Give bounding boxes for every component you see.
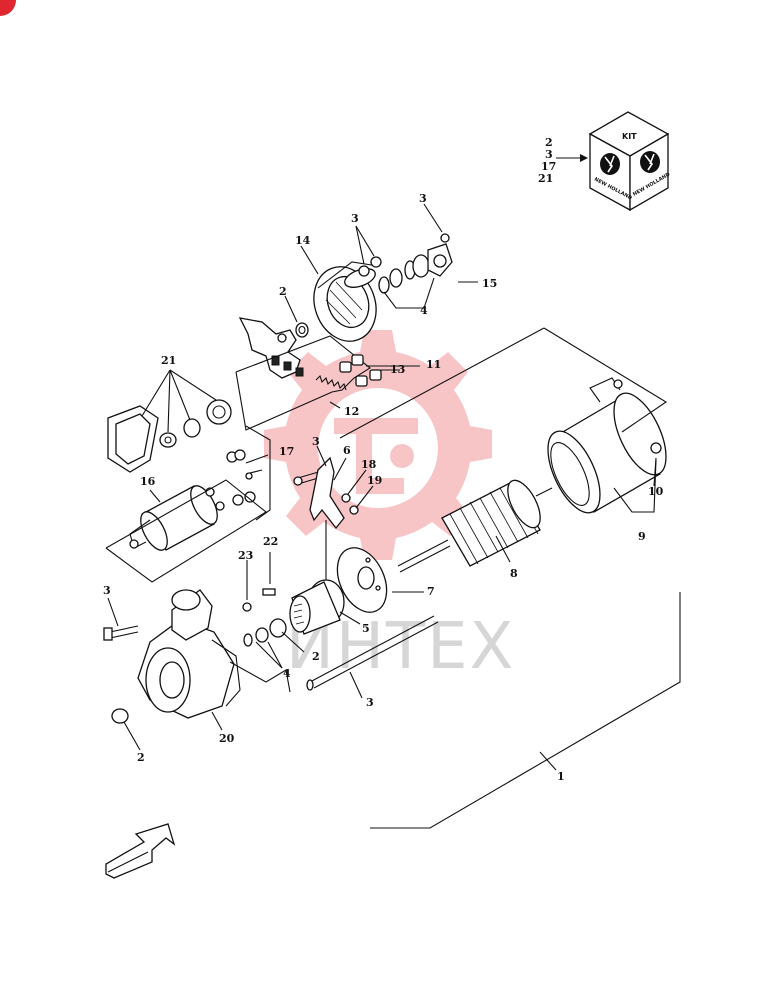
callout-3: 3 <box>366 696 374 709</box>
callout-3: 3 <box>312 435 320 448</box>
corner-badge <box>0 0 16 16</box>
callout-4: 4 <box>283 667 291 680</box>
callout-22: 22 <box>263 535 278 548</box>
callout-5: 5 <box>362 622 370 635</box>
callout-13: 13 <box>390 363 405 376</box>
leader-lines <box>107 203 657 771</box>
through-bolt-3 <box>306 615 439 691</box>
callout-7: 7 <box>427 585 435 598</box>
callout-3: 3 <box>103 584 111 597</box>
callout-1: 1 <box>557 770 565 783</box>
field-frame-guide <box>339 327 668 439</box>
kit-list-item: 2 <box>545 136 553 149</box>
assembly-bracket <box>370 592 681 829</box>
callout-3: 3 <box>351 212 359 225</box>
callout-4: 4 <box>420 304 428 317</box>
callout-14: 14 <box>295 234 311 247</box>
boot-21 <box>107 405 159 473</box>
callout-12: 12 <box>344 405 359 418</box>
callout-6: 6 <box>343 444 351 457</box>
plate-15 <box>427 233 453 277</box>
kit-box: KIT NEW HOLLAND NEW HOLLAND <box>588 111 671 212</box>
callout-2: 2 <box>137 751 145 764</box>
solenoid-16 <box>105 479 267 583</box>
front-direction-arrow <box>105 823 176 879</box>
bushing-2-bottom <box>111 708 129 724</box>
shift-lever-6 <box>309 456 345 590</box>
callout-3: 3 <box>419 192 427 205</box>
kit-list-item: 17 <box>541 160 556 173</box>
bolt-3-left <box>103 625 139 641</box>
callout-20: 20 <box>219 732 235 745</box>
drive-5 <box>289 579 345 635</box>
new-holland-logo-right <box>640 151 660 173</box>
callout-15: 15 <box>482 277 497 290</box>
spring-12 <box>315 374 347 391</box>
callout-16: 16 <box>140 475 156 488</box>
brush-holder <box>238 317 304 379</box>
kit-arrow <box>556 154 588 162</box>
callout-2: 2 <box>312 650 320 663</box>
callout-9: 9 <box>638 530 646 543</box>
brush-kit-11 <box>235 335 382 431</box>
callout-18: 18 <box>361 458 377 471</box>
callout-numbers: 1 2 2 2 3 3 3 3 3 4 4 5 6 7 8 9 10 11 12… <box>103 192 664 783</box>
callout-2: 2 <box>279 285 287 298</box>
new-holland-logo-left <box>600 153 620 175</box>
washers-4-bottom <box>243 618 287 647</box>
armature-8 <box>397 479 553 573</box>
washer-stack-4-top <box>378 254 430 294</box>
kit-list-item: 21 <box>538 172 553 185</box>
callout-21: 21 <box>161 354 176 367</box>
kit-label: KIT <box>622 132 637 141</box>
hardware-17 <box>226 425 271 521</box>
callout-10: 10 <box>648 485 664 498</box>
plate-7 <box>336 547 388 613</box>
callout-11: 11 <box>426 358 441 371</box>
field-frame-9 <box>547 377 667 514</box>
callout-23: 23 <box>238 549 253 562</box>
callout-19: 19 <box>367 474 382 487</box>
washers-21 <box>159 399 232 448</box>
kit-list-item: 3 <box>545 148 553 161</box>
nuts-3-top <box>358 256 382 277</box>
bushing-2-top <box>295 322 309 338</box>
end-frame-14 <box>313 261 379 342</box>
fasteners-22-23 <box>242 588 276 612</box>
callout-8: 8 <box>510 567 518 580</box>
drive-housing-20 <box>137 589 291 719</box>
callout-17: 17 <box>279 445 294 458</box>
